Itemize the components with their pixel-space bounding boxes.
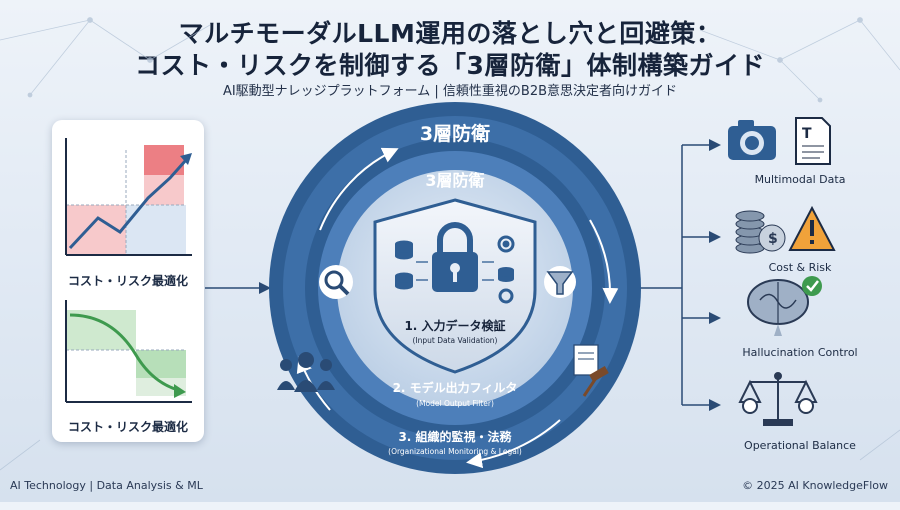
lock-icon — [432, 222, 478, 292]
layer-2-sub: (Model Output Filter) — [416, 399, 494, 408]
footer-left: AI Technology | Data Analysis & ML — [10, 479, 203, 492]
gavel-document-icon — [573, 344, 609, 397]
top-chart-label: コスト・リスク最適化 — [67, 274, 188, 288]
right-icons: T $ — [728, 117, 836, 426]
magnifier-icon — [319, 265, 353, 299]
outer-ring-label: 3層防衛 — [420, 122, 490, 145]
database-icon — [395, 240, 413, 290]
layer-3-sub: (Organizational Monitoring & Legal) — [388, 447, 522, 456]
funnel-icon — [544, 266, 576, 298]
network-decoration — [0, 17, 900, 471]
cost-risk-top-chart — [65, 138, 192, 403]
right-label-cost-risk: Cost & Risk — [768, 261, 832, 274]
bottom-chart-label: コスト・リスク最適化 — [67, 420, 188, 434]
right-label-multimodal: Multimodal Data — [754, 173, 846, 186]
svg-text:$: $ — [768, 231, 778, 247]
check-icon — [802, 276, 822, 296]
warning-icon — [788, 205, 836, 251]
database-icon-right — [498, 267, 514, 282]
footer-right: © 2025 AI KnowledgeFlow — [742, 479, 888, 492]
scale-icon — [738, 372, 818, 426]
svg-text:T: T — [802, 126, 812, 142]
document-icon: T — [795, 117, 831, 165]
coins-icon — [735, 210, 786, 254]
layer-3-label: 3. 組織的監視・法務 — [398, 429, 512, 444]
inner-ring-label: 3層防衛 — [425, 171, 484, 190]
right-label-operational: Operational Balance — [744, 439, 856, 452]
page-title-line2: コスト・リスクを制御する「3層防衛」体制構築ガイド — [135, 51, 765, 80]
brain-icon — [747, 279, 809, 336]
layer-2-label: 2. モデル出力フィルタ — [393, 380, 518, 395]
camera-icon — [728, 120, 776, 160]
layer-1-sub: (Input Data Validation) — [413, 336, 498, 345]
shield — [373, 198, 537, 374]
page-subtitle: AI駆動型ナレッジプラットフォーム | 信頼性重視のB2B意思決定者向けガイド — [222, 84, 678, 99]
people-icon — [277, 352, 335, 392]
page-title-line1: マルチモーダルLLM運用の落とし穴と回避策： — [178, 19, 722, 48]
right-label-hallucination: Hallucination Control — [742, 346, 858, 359]
layer-1-label: 1. 入力データ検証 — [404, 318, 505, 333]
right-connector-tree — [640, 139, 721, 411]
gear-icon — [497, 235, 515, 304]
cost-risk-card: コスト・リスク最適化 コスト・リスク最適化 — [52, 120, 204, 442]
